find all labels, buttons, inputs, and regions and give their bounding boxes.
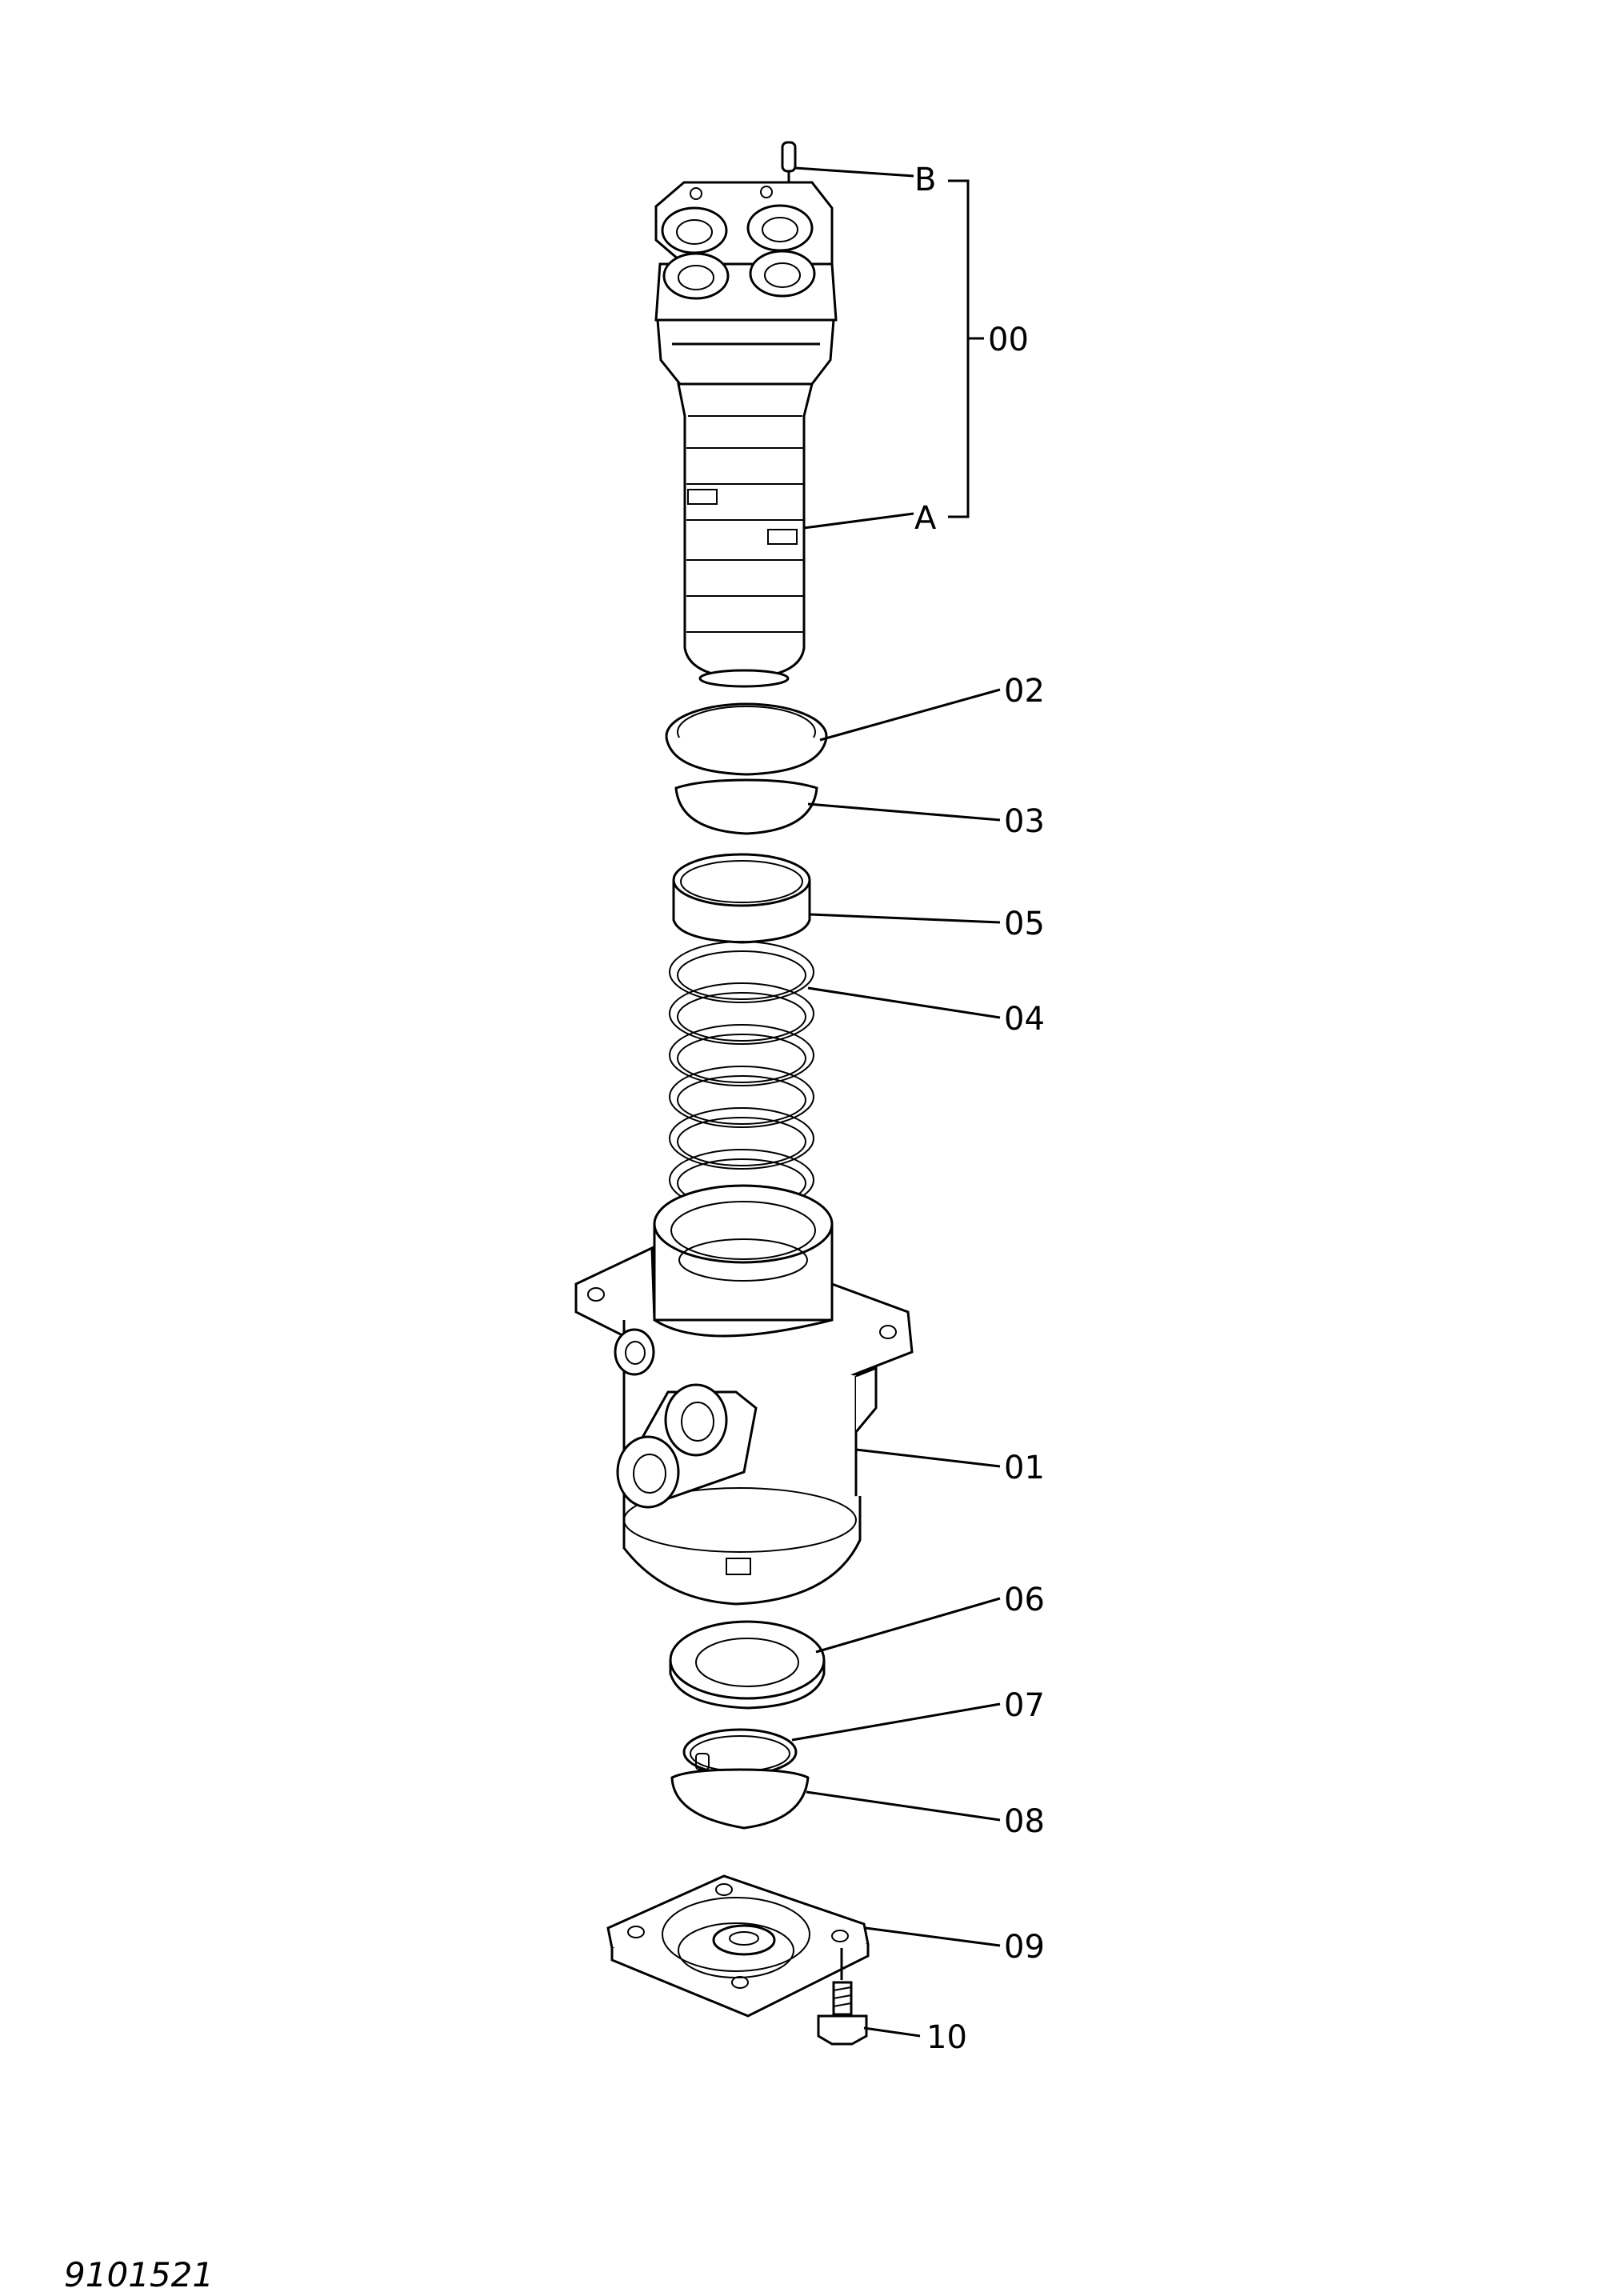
callout-10: 10 — [926, 2019, 967, 2056]
callout-06: 06 — [1004, 1582, 1045, 1618]
drawing-number: 9101521 — [64, 2255, 214, 2294]
spring-coil-inner — [677, 992, 806, 1042]
part-06-washer — [669, 1620, 826, 1710]
part-08-dust-cup — [670, 1768, 810, 1830]
spring-coil — [669, 1107, 814, 1170]
callout-08: 08 — [1004, 1803, 1045, 1840]
part-05-sleeve — [672, 853, 811, 944]
callout-07: 07 — [1004, 1687, 1045, 1724]
callout-05: 05 — [1004, 906, 1045, 942]
callout-03: 03 — [1004, 803, 1045, 840]
callout-b: B — [914, 162, 936, 198]
part-04-spring — [669, 941, 814, 1211]
spring-coil-inner — [677, 1034, 806, 1083]
part-02-seal — [665, 702, 828, 776]
spring-coil — [669, 982, 814, 1045]
callout-04: 04 — [1004, 1001, 1045, 1038]
spring-coil-inner — [677, 1075, 806, 1125]
part-01-housing — [574, 1184, 914, 1606]
part-10-bolt — [817, 1948, 868, 2046]
part-09-cover — [606, 1874, 870, 2018]
callout-01: 01 — [1004, 1450, 1045, 1486]
spring-coil-inner — [677, 950, 806, 1000]
spring-coil — [669, 1066, 814, 1128]
part-00-cartridge — [654, 141, 838, 688]
spring-coil — [669, 1024, 814, 1086]
leader-lines — [791, 166, 1001, 2038]
spring-coil-inner — [677, 1117, 806, 1166]
callout-02: 02 — [1004, 673, 1045, 710]
callout-09: 09 — [1004, 1929, 1045, 1966]
callout-a: A — [914, 500, 937, 537]
part-03-disk — [674, 778, 818, 835]
part-07-snap-ring — [682, 1728, 798, 1776]
spring-coil — [669, 941, 814, 1003]
callout-00: 00 — [988, 322, 1029, 358]
